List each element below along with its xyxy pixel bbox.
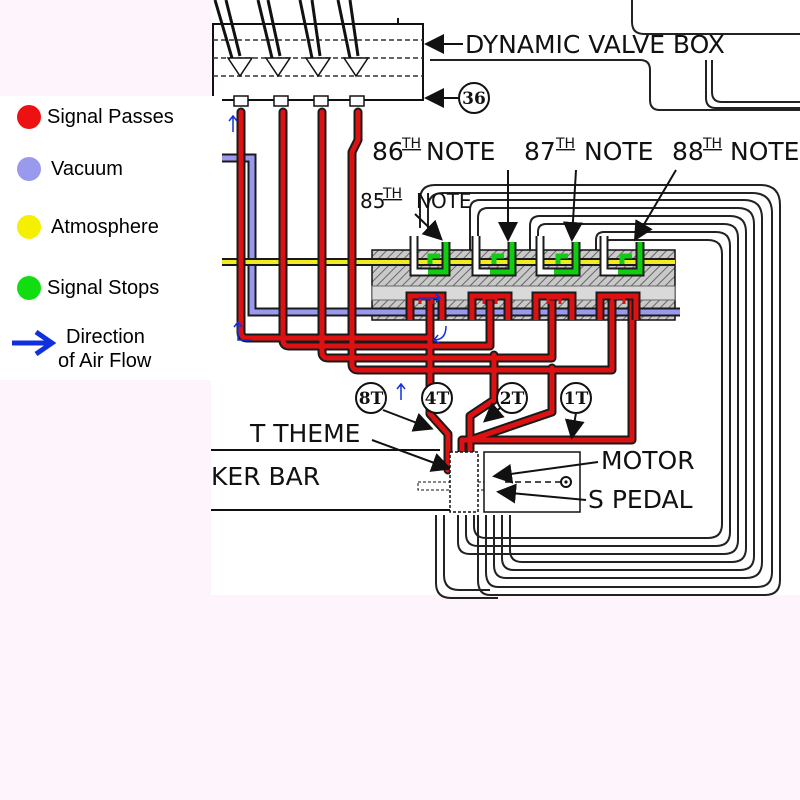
legend-signal-stops: Signal Stops (0, 273, 159, 303)
legend: Signal Passes Vacuum Atmosphere Signal S… (0, 96, 222, 380)
note-85-label: 85 TH NOTE (360, 186, 472, 213)
ker-bar-label: KER BAR (211, 462, 320, 491)
port-4t-label: 4T (425, 389, 450, 409)
port-4t: 4T (421, 382, 453, 414)
legend-signal-passes-label: Signal Passes (47, 105, 174, 128)
note-88-word: NOTE (730, 137, 799, 166)
note-88-number: 88 (672, 137, 704, 166)
dynamic-valve-box-label: DYNAMIC VALVE BOX (465, 30, 725, 59)
port-1t: 1T (560, 382, 592, 440)
flow-arrows (228, 114, 447, 400)
motor-label: MOTOR (601, 446, 695, 475)
note-85-sup: TH (382, 186, 402, 202)
t-theme-label: T THEME (249, 419, 360, 448)
ref-number-label: 36 (462, 89, 486, 109)
legend-signal-passes: Signal Passes (0, 102, 174, 132)
port-1t-label: 1T (564, 389, 589, 409)
legend-atmosphere-label: Atmosphere (51, 215, 159, 238)
legend-flow-line-1: Direction (66, 326, 145, 348)
s-pedal-label: S PEDAL (588, 485, 693, 514)
dynamic-valve-box (212, 0, 424, 107)
note-85-number: 85 (360, 189, 385, 213)
note-85-word: NOTE (416, 189, 472, 213)
motor-box (483, 451, 599, 513)
port-2t: 2T (482, 382, 528, 423)
note-leaders (414, 169, 677, 242)
red-dot-icon (17, 105, 41, 129)
legend-atmosphere: Atmosphere (0, 212, 159, 242)
note-86-label: 86 TH NOTE (372, 136, 495, 166)
upper-valve-pouches (409, 236, 645, 277)
note-87-word: NOTE (584, 137, 653, 166)
legend-flow-line-2: of Air Flow (58, 350, 152, 372)
yellow-dot-icon (17, 215, 41, 239)
legend-signal-stops-label: Signal Stops (47, 276, 160, 299)
outer-tubing (419, 0, 800, 599)
legend-air-flow: Direction of Air Flow (10, 326, 220, 378)
ref-number-circle: 36 (458, 82, 490, 114)
valve-box-leaders (424, 34, 463, 108)
green-dot-icon (17, 276, 41, 300)
note-86-sup: TH (401, 136, 421, 152)
lavender-dot-icon (17, 157, 41, 181)
note-87-label: 87 TH NOTE (524, 136, 653, 166)
lower-valve-pouches (405, 291, 641, 320)
signal-tubes (236, 107, 637, 475)
ker-bar (211, 449, 503, 513)
legend-vacuum-label: Vacuum (51, 157, 123, 180)
legend-vacuum: Vacuum (0, 154, 123, 184)
vacuum-fill (211, 155, 680, 315)
arrow-right-icon (12, 330, 56, 356)
note-88-label: 88 TH NOTE (672, 136, 799, 166)
port-8t-label: 8T (359, 389, 384, 409)
note-86-number: 86 (372, 137, 404, 166)
note-88-sup: TH (702, 136, 722, 152)
note-87-sup: TH (555, 136, 575, 152)
t-theme-leader (371, 439, 452, 472)
note-87-number: 87 (524, 137, 556, 166)
port-8t: 8T (355, 382, 434, 432)
port-2t-label: 2T (500, 389, 525, 409)
note-86-word: NOTE (426, 137, 495, 166)
